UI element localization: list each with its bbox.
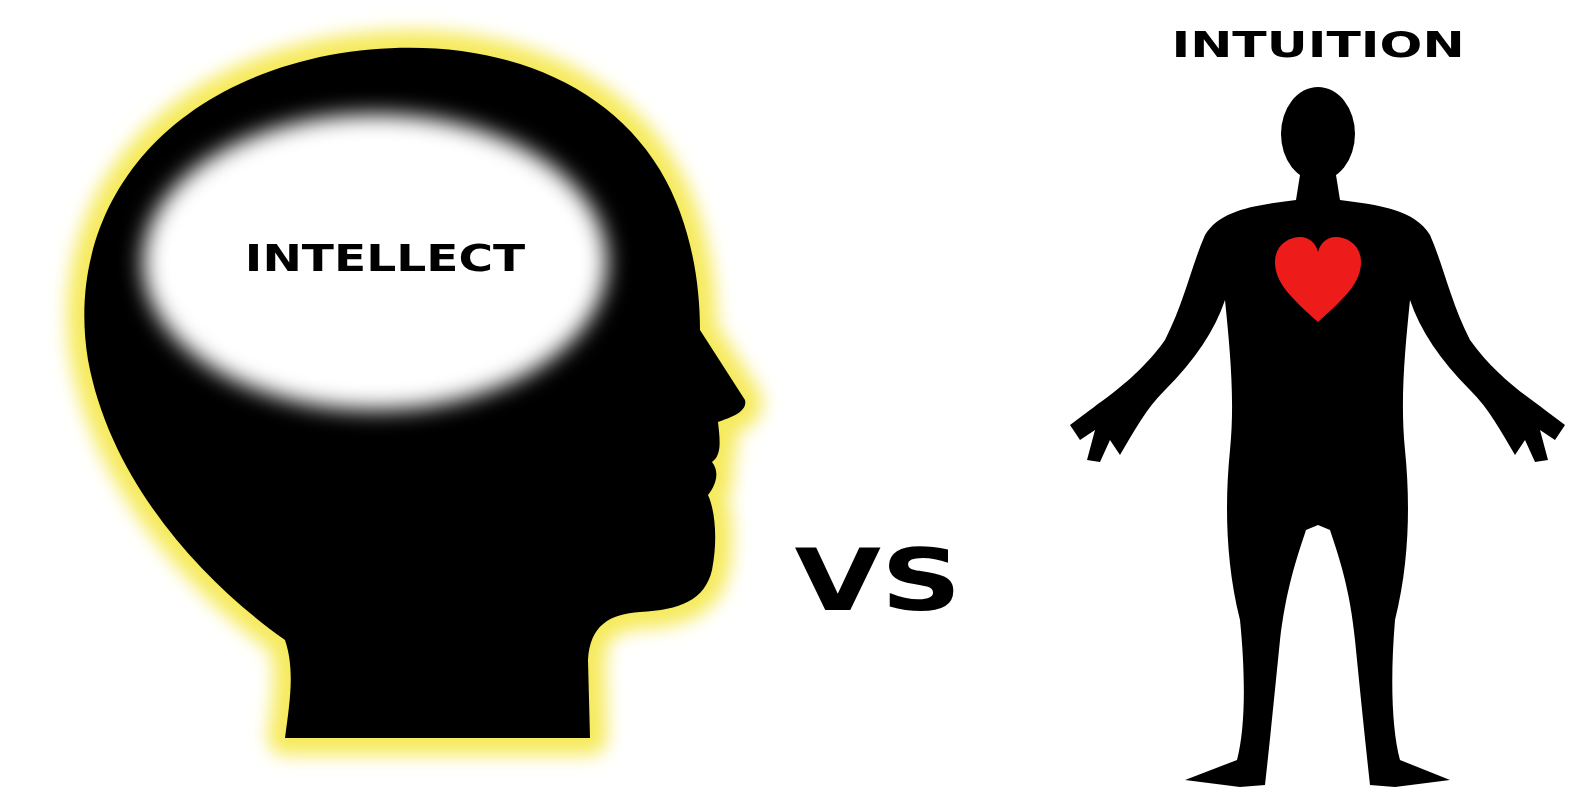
person-node: INTUITION xyxy=(1060,20,1575,790)
head-node: INTELLECT xyxy=(60,30,780,770)
node-label: INTELLECT xyxy=(137,235,633,281)
node-outline xyxy=(60,30,780,770)
head-silhouette xyxy=(84,48,745,738)
node-heading: INTUITION xyxy=(968,24,1581,66)
person-silhouette xyxy=(1070,175,1565,787)
person-head xyxy=(1281,87,1355,181)
versus-label: VS xyxy=(748,530,1008,630)
head-glow xyxy=(84,48,745,738)
heart-symbol xyxy=(1275,237,1361,322)
node-outline xyxy=(1060,20,1575,790)
